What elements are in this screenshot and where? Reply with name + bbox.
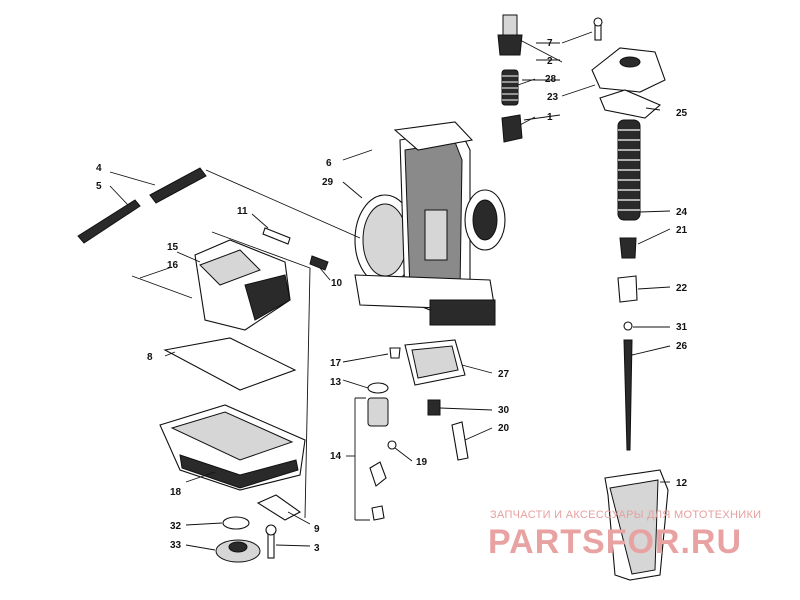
part-29-carburetor-body — [354, 121, 506, 326]
label-part-16: 16 — [167, 260, 179, 271]
part-28-spring — [501, 69, 519, 106]
part-16-float-pin — [131, 275, 193, 299]
part-10-air-screw — [309, 255, 329, 271]
part-14-needle-jet — [367, 397, 389, 521]
label-part-9: 9 — [314, 524, 320, 535]
part-1-nut — [501, 114, 523, 143]
part-22-needle-holder — [617, 275, 638, 303]
part-15-float — [194, 239, 291, 331]
label-part-15: 15 — [167, 242, 179, 253]
label-part-18: 18 — [170, 487, 182, 498]
part-17-screw — [389, 347, 401, 359]
label-part-22: 22 — [676, 283, 688, 294]
watermark: ЗАПЧАСТИ И АКСЕССУАРЫ ДЛЯ МОТОТЕХНИКИ PA… — [488, 509, 761, 561]
label-part-32: 32 — [170, 521, 182, 532]
label-part-2: 2 — [547, 56, 553, 67]
part-25-gasket — [599, 89, 662, 119]
label-part-27: 27 — [498, 369, 510, 380]
part-13-o-ring — [367, 382, 389, 394]
part-32-o-ring — [222, 516, 250, 530]
label-part-12: 12 — [676, 478, 688, 489]
label-part-3: 3 — [314, 543, 320, 554]
part-31-clip — [623, 321, 633, 331]
guide-line-pilot — [205, 169, 361, 239]
part-2-cap — [497, 14, 523, 56]
part-11-jet — [262, 227, 291, 245]
label-part-30: 30 — [498, 405, 510, 416]
part-20-starter-jet — [451, 421, 469, 461]
label-part-14: 14 — [330, 451, 342, 462]
part-26-jet-needle — [623, 339, 633, 451]
label-part-29: 29 — [322, 177, 334, 188]
label-part-19: 19 — [416, 457, 428, 468]
part-30-fitting — [427, 399, 441, 416]
leader-lines — [109, 31, 671, 551]
label-part-25: 25 — [676, 108, 688, 119]
label-part-20: 20 — [498, 423, 510, 434]
label-part-23: 23 — [547, 92, 559, 103]
part-18-float-bowl — [159, 404, 306, 491]
label-part-17: 17 — [330, 358, 342, 369]
part-9-bracket — [256, 494, 302, 521]
guide-line-jet-group — [354, 397, 370, 521]
label-part-10: 10 — [331, 278, 343, 289]
part-27-choke-plunger — [404, 339, 466, 386]
part-3-screw — [265, 524, 277, 559]
label-part-31: 31 — [676, 322, 688, 333]
guide-line-float-group — [211, 231, 311, 519]
label-part-21: 21 — [676, 225, 688, 236]
part-33-drain-plug — [215, 539, 261, 563]
label-part-7: 7 — [547, 38, 553, 49]
label-part-1: 1 — [547, 112, 553, 123]
part-21-spring-seat — [619, 237, 637, 259]
part-19-screw — [387, 440, 397, 450]
part-8-float-bowl-gasket — [163, 337, 297, 391]
label-part-8: 8 — [147, 352, 153, 363]
part-24-slide-spring — [617, 119, 641, 221]
part-12-throttle-slide — [604, 469, 669, 581]
label-part-13: 13 — [330, 377, 342, 388]
part-7-screw — [593, 17, 603, 41]
watermark-tagline: ЗАПЧАСТИ И АКСЕССУАРЫ ДЛЯ МОТОТЕХНИКИ — [490, 509, 761, 521]
callout-labels: 7 2 28 23 1 25 6 29 4 5 11 10 15 16 8 17… — [96, 38, 688, 554]
label-part-4: 4 — [96, 163, 102, 174]
part-23-top-cover — [591, 47, 666, 93]
part-5-pilot-screw — [77, 199, 141, 244]
label-part-33: 33 — [170, 540, 182, 551]
label-part-26: 26 — [676, 341, 688, 352]
label-part-11: 11 — [237, 206, 248, 217]
watermark-brand: PARTSFOR.RU — [488, 523, 742, 561]
label-part-6: 6 — [326, 158, 332, 169]
label-part-5: 5 — [96, 181, 102, 192]
part-4-spring — [149, 167, 207, 204]
label-part-28: 28 — [545, 74, 557, 85]
label-part-24: 24 — [676, 207, 688, 218]
